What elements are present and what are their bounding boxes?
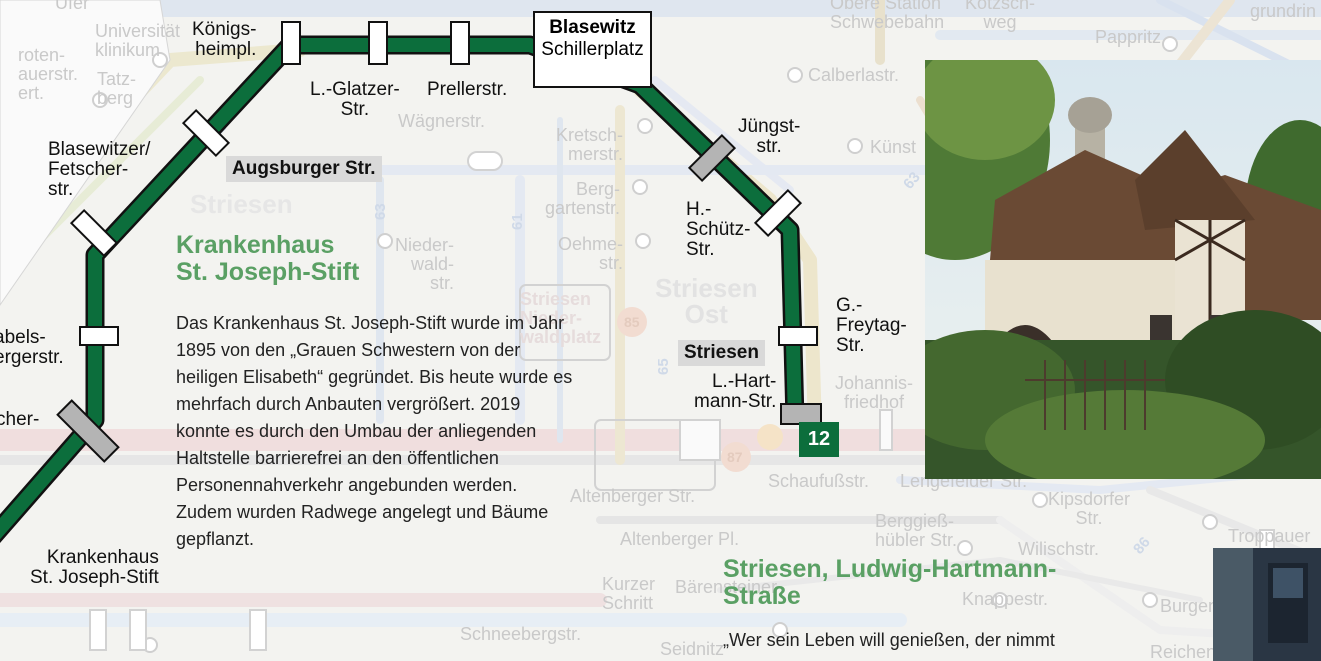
ghost-label-grundrin: grundrin	[1250, 1, 1317, 21]
svg-text:87: 87	[727, 449, 743, 465]
ghost-label-wilischstr: Wilischstr.	[1018, 539, 1099, 559]
ghost-label-altenberger-pl: Altenberger Pl.	[620, 529, 740, 549]
villa-photo	[925, 60, 1321, 479]
ghost-label-kretschmerstr: Kretsch- merstr.	[556, 125, 624, 164]
svg-text:61: 61	[509, 213, 526, 230]
ghost-label-universitaet: Universität klinikum	[95, 21, 181, 60]
station-sub-schillerplatz: Schillerplatz	[541, 39, 644, 60]
station-label-blasewitzer-fetscher: Blasewitzer/ Fetscher- str.	[48, 139, 151, 200]
station-label-prellerstr: Prellerstr.	[427, 79, 508, 100]
ghost-label-ufer: Ufer	[55, 0, 90, 13]
ghost-label-oehmestr: Oehme- str.	[558, 234, 624, 273]
ghost-label-calberlastr: Calberlastr.	[808, 65, 900, 85]
ghost-label-striesen-niederwaldplatz: Striesen Nieder- waldplatz	[520, 289, 602, 347]
second-photo	[1213, 548, 1321, 661]
ghost-label-johannisfriedhof: Johannis- friedhof	[835, 373, 914, 412]
station-label-gabelsbergerstr: abels- ergerstr.	[0, 327, 64, 368]
ghost-label-roten: roten- auerstr. ert.	[18, 45, 79, 103]
svg-text:65: 65	[655, 358, 672, 375]
station-label-l-hartmann: L.-Hart- mann-Str.	[694, 371, 777, 412]
station-box-blasewitz: Blasewitz Schillerplatz	[533, 11, 652, 88]
ghost-label-baerensteiner: Bärensteiner	[675, 577, 778, 597]
ghost-label-berggartenstr: Berg- gartenstr.	[545, 179, 621, 218]
ghost-label-knappestr: Knappestr.	[962, 589, 1049, 609]
svg-text:63: 63	[372, 203, 389, 220]
ghost-label-obere-station: Obere Station Schwebebahn	[830, 0, 945, 32]
article-heading-striesen: Striesen, Ludwig-Hartmann- Straße	[723, 555, 1057, 610]
station-label-augsburger: Augsburger Str.	[226, 156, 382, 182]
ghost-label-pappritz: Pappritz	[1095, 27, 1162, 47]
station-label-g-freytag: G.- Freytag- Str.	[836, 295, 907, 356]
ghost-label-striesen-ost: Striesen Ost	[655, 273, 758, 329]
ghost-label-schneebergstr: Schneebergstr.	[460, 624, 582, 644]
station-label-l-glatzer: L.-Glatzer- Str.	[310, 79, 400, 120]
line-number-badge: 12	[799, 422, 839, 457]
ghost-label-niederwaldstr: Nieder- wald- str.	[395, 235, 455, 293]
svg-text:85: 85	[624, 314, 640, 330]
station-title-blasewitz: Blasewitz	[549, 17, 636, 38]
article-heading-krankenhaus: Krankenhaus St. Joseph-Stift	[176, 231, 360, 286]
station-label-striesen: Striesen	[678, 340, 765, 366]
ghost-label-altenberger: Altenberger Str.	[570, 486, 696, 506]
article-body-krankenhaus: Das Krankenhaus St. Joseph-Stift wurde i…	[176, 313, 573, 549]
station-label-koenigsheimpl: Königs- heimpl.	[192, 19, 257, 60]
ghost-label-wagnerstr: Wägnerstr.	[398, 111, 486, 131]
ghost-label-schaufussstr: Schaufußstr.	[768, 471, 870, 491]
ghost-label-seidnitz: Seidnitz	[660, 639, 725, 659]
ghost-label-kurzer-schritt: Kurzer Schritt	[602, 574, 656, 613]
station-label-krankenhaus: Krankenhaus St. Joseph-Stift	[30, 547, 159, 588]
ghost-label-striesen: Striesen	[190, 189, 293, 219]
ghost-label-berggiess: Berggieß- hübler Str.	[875, 511, 958, 550]
station-label-h-schuetz: H.- Schütz- Str.	[686, 199, 751, 260]
station-label-fetscher-partial: cher- .	[0, 409, 40, 450]
ghost-label-kotzschweg: Kotzsch- weg	[965, 0, 1036, 32]
station-label-juengststr: Jüngst- str.	[738, 116, 801, 157]
ghost-label-tatzberg: Tatz- berg	[97, 69, 137, 108]
article-body-striesen: „Wer sein Leben will genießen, der nimmt	[723, 630, 1055, 650]
ghost-label-kuenst: Künst	[870, 137, 917, 157]
ghost-label-kipsdorfer: Kipsdorfer Str.	[1048, 489, 1131, 528]
